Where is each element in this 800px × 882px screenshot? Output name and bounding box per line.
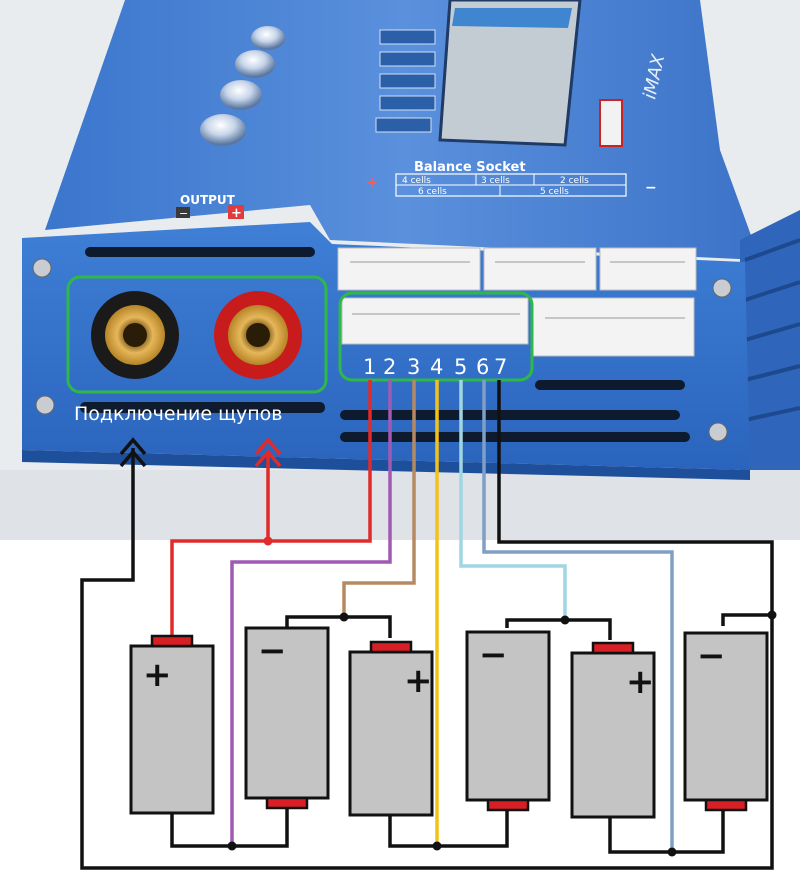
- battery-terminal: [486, 798, 530, 812]
- arrow-negative-2: [119, 449, 147, 468]
- balance-plus-mark: +: [366, 175, 378, 191]
- pin-number-1: 1: [363, 355, 377, 379]
- wire-pin-2: [230, 380, 392, 846]
- output-label: OUTPUT: [180, 193, 236, 207]
- control-knob-3: [220, 80, 262, 110]
- cell-label-5: 5 cells: [540, 187, 569, 197]
- battery-polarity-sign: +: [143, 655, 172, 695]
- vent-slots: [80, 247, 690, 442]
- link-b3-b4: [388, 806, 509, 848]
- balance-minus-mark: −: [645, 180, 657, 196]
- battery-polarity-sign: −: [258, 631, 287, 671]
- wire-pin-5: [459, 380, 567, 620]
- battery-terminal: [591, 641, 635, 655]
- battery-body: [683, 631, 769, 802]
- menu-button-grid: [375, 29, 436, 133]
- battery-body: [465, 630, 551, 802]
- lcd-screen: [438, 0, 582, 147]
- battery-body: [244, 626, 330, 800]
- link-b4-b5: [505, 618, 612, 640]
- link-b2-b3: [285, 615, 392, 638]
- link-b5-b6: [608, 806, 725, 854]
- cell-legend-table: 4 cells 3 cells 2 cells 6 cells 5 cells: [395, 173, 627, 197]
- wire-pin-3: [342, 380, 416, 617]
- arrowheads: [119, 437, 282, 468]
- output-jacks: [91, 291, 302, 379]
- battery-polarity-sign: −: [479, 635, 508, 675]
- control-knob-1: [251, 26, 285, 50]
- balance-socket-title: Balance Socket: [414, 160, 526, 175]
- wire-output-negative: [80, 448, 774, 870]
- junction-dots: [227, 536, 777, 857]
- balance-connectors: [337, 247, 697, 357]
- battery-polarity-sign: −: [697, 636, 726, 676]
- battery-terminal: [369, 640, 413, 654]
- control-knob-4: [200, 114, 246, 146]
- battery-body: [129, 644, 215, 815]
- battery-3: +: [348, 640, 434, 817]
- battery-4: −: [465, 630, 551, 812]
- cell-label-4: 4 cells: [402, 176, 431, 186]
- arrow-negative: [119, 437, 147, 456]
- battery-body: [570, 651, 656, 819]
- pin-number-5: 5: [454, 355, 468, 379]
- battery-terminal: [704, 798, 748, 812]
- battery-6: −: [683, 631, 769, 812]
- probe-connection-label: Подключение щупов: [74, 403, 283, 425]
- arrow-positive: [254, 437, 282, 456]
- battery-polarity-sign: +: [404, 661, 433, 701]
- pin-number-2: 2: [383, 355, 397, 379]
- output-minus-mark: −: [179, 207, 188, 220]
- cell-label-2: 2 cells: [560, 176, 589, 186]
- battery-terminal: [265, 796, 309, 810]
- wire-output-positive: [170, 452, 270, 636]
- battery-1: +: [129, 634, 215, 815]
- control-buttons: [200, 26, 285, 146]
- cell-label-3: 3 cells: [481, 176, 510, 186]
- pin-number-3: 3: [407, 355, 421, 379]
- link-b6-top: [721, 613, 772, 626]
- control-knob-2: [235, 50, 275, 78]
- battery-5: +: [570, 641, 656, 819]
- arrow-positive-2: [254, 449, 282, 468]
- pin-number-7: 7: [494, 355, 508, 379]
- wire-pin-1: [268, 380, 372, 543]
- battery-polarity-sign: +: [626, 662, 655, 702]
- wire-pin-7: [497, 380, 774, 615]
- screws: [32, 258, 732, 442]
- output-plus-mark: +: [231, 206, 242, 221]
- pin-number-4: 4: [430, 355, 444, 379]
- battery-body: [348, 650, 434, 817]
- output-highlight-box: [66, 275, 328, 394]
- wire-pin-6: [482, 380, 674, 852]
- heatsink-fins: [740, 210, 800, 470]
- wiring: [80, 380, 774, 870]
- pin-number-6: 6: [476, 355, 490, 379]
- battery-terminal: [150, 634, 194, 648]
- charger-device: iMAX OUTPUT − + Balance Socket + − 4 cel…: [22, 0, 800, 480]
- battery-pack: + − + − + −: [129, 626, 769, 819]
- battery-2: −: [244, 626, 330, 810]
- cell-label-6: 6 cells: [418, 187, 447, 197]
